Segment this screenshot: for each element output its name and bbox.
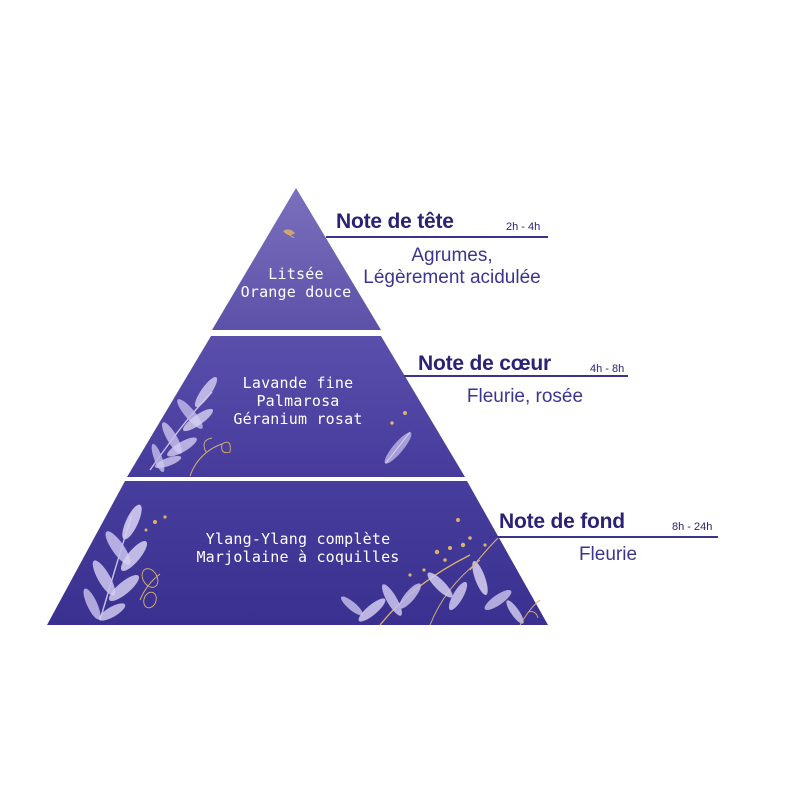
- note-base-title: Note de fond: [499, 510, 625, 534]
- note-middle-description: Fleurie, rosée: [445, 386, 605, 408]
- ingredient-label: Ylang-Ylang complète: [178, 530, 418, 548]
- description-line: Légèrement acidulée: [352, 267, 552, 289]
- tier-base-ingredients: Ylang-Ylang complète Marjolaine à coquil…: [178, 530, 418, 566]
- note-base-time: 8h - 24h: [672, 521, 712, 533]
- ingredient-label: Marjolaine à coquilles: [178, 548, 418, 566]
- tier-top-ingredients: Litsée Orange douce: [226, 265, 366, 301]
- description-line: Agrumes,: [352, 245, 552, 267]
- note-middle-time: 4h - 8h: [590, 363, 624, 375]
- note-top-time: 2h - 4h: [506, 221, 540, 233]
- note-middle-title: Note de cœur: [418, 352, 551, 376]
- ingredient-label: Litsée: [226, 265, 366, 283]
- ingredient-label: Palmarosa: [198, 392, 398, 410]
- ingredient-label: Orange douce: [226, 283, 366, 301]
- description-line: Fleurie: [548, 544, 668, 566]
- note-base-description: Fleurie: [548, 544, 668, 566]
- note-top-title: Note de tête: [336, 210, 454, 234]
- description-line: Fleurie, rosée: [445, 386, 605, 408]
- tier-middle-ingredients: Lavande fine Palmarosa Géranium rosat: [198, 374, 398, 428]
- ingredient-label: Géranium rosat: [198, 410, 398, 428]
- note-top-description: Agrumes, Légèrement acidulée: [352, 245, 552, 289]
- ingredient-label: Lavande fine: [198, 374, 398, 392]
